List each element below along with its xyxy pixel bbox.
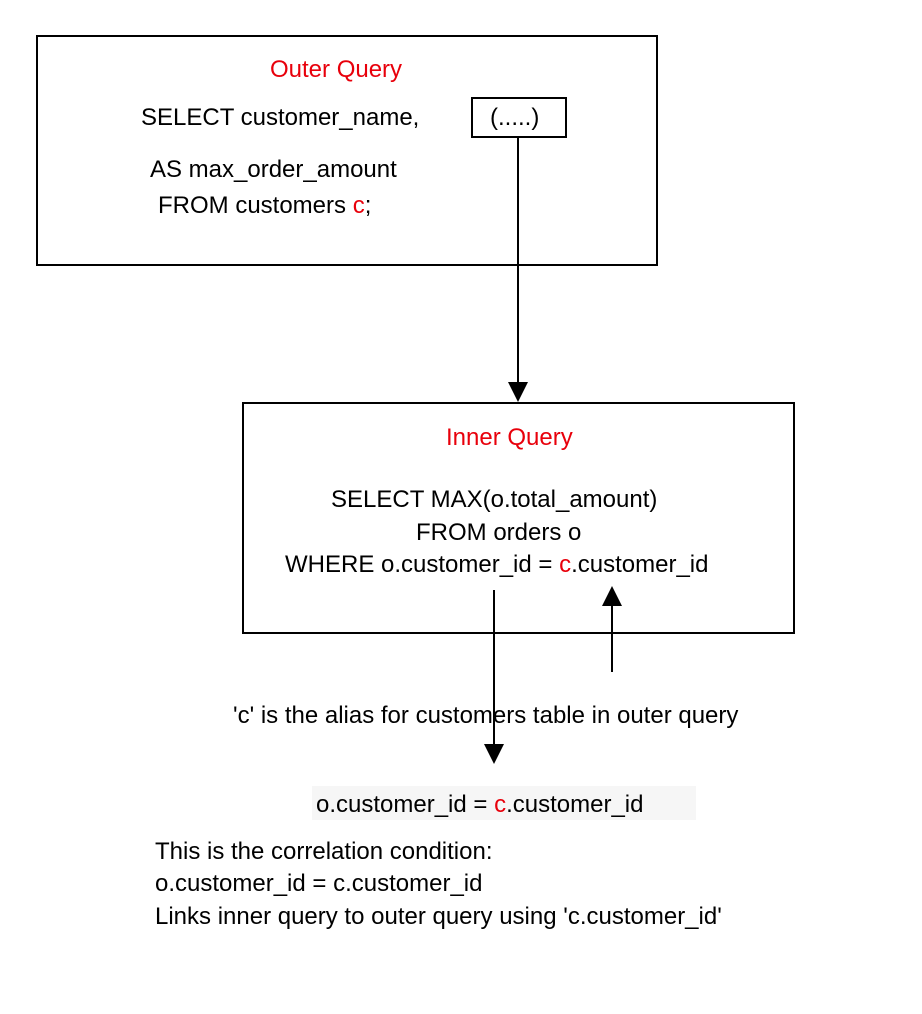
inner-query-from-line: FROM orders o: [416, 519, 582, 546]
condition-suffix: .customer_id: [506, 791, 644, 818]
inner-query-where-prefix: WHERE o.customer_id =: [285, 551, 560, 578]
outer-query-as-line: AS max_order_amount: [150, 156, 397, 183]
outer-query-title: Outer Query: [270, 56, 403, 83]
condition-highlight: [312, 786, 696, 820]
condition-prefix: o.customer_id =: [316, 791, 495, 818]
explanation-line-1: This is the correlation condition:: [155, 838, 493, 865]
outer-query-from-prefix: FROM customers: [158, 192, 353, 219]
inner-query-where-suffix: .customer_id: [571, 551, 709, 578]
inner-query-where-line: WHERE o.customer_id = c.customer_id: [285, 551, 708, 579]
explanation-line-3: Links inner query to outer query using '…: [155, 903, 722, 930]
outer-query-select-line: SELECT customer_name,: [141, 104, 420, 131]
inner-query-select-line: SELECT MAX(o.total_amount): [331, 486, 658, 513]
outer-query-box: [36, 35, 658, 266]
explanation-line-2: o.customer_id = c.customer_id: [155, 870, 483, 897]
correlation-condition: o.customer_id = c.customer_id: [316, 791, 643, 819]
inner-query-title: Inner Query: [446, 424, 573, 451]
alias-note: 'c' is the alias for customers table in …: [233, 702, 739, 729]
subquery-placeholder-box: [471, 97, 567, 138]
arrow-placeholder-to-inner-head: [508, 382, 528, 402]
condition-alias-c: c: [494, 791, 507, 818]
inner-query-box: [242, 402, 795, 634]
outer-alias-c: c: [352, 192, 365, 219]
outer-query-from-line: FROM customers c;: [158, 192, 371, 220]
arrow-inner-to-condition-head: [484, 744, 504, 764]
outer-query-from-suffix: ;: [364, 192, 372, 219]
inner-alias-c: c: [559, 551, 572, 578]
subquery-placeholder-text: (.....): [490, 104, 540, 131]
